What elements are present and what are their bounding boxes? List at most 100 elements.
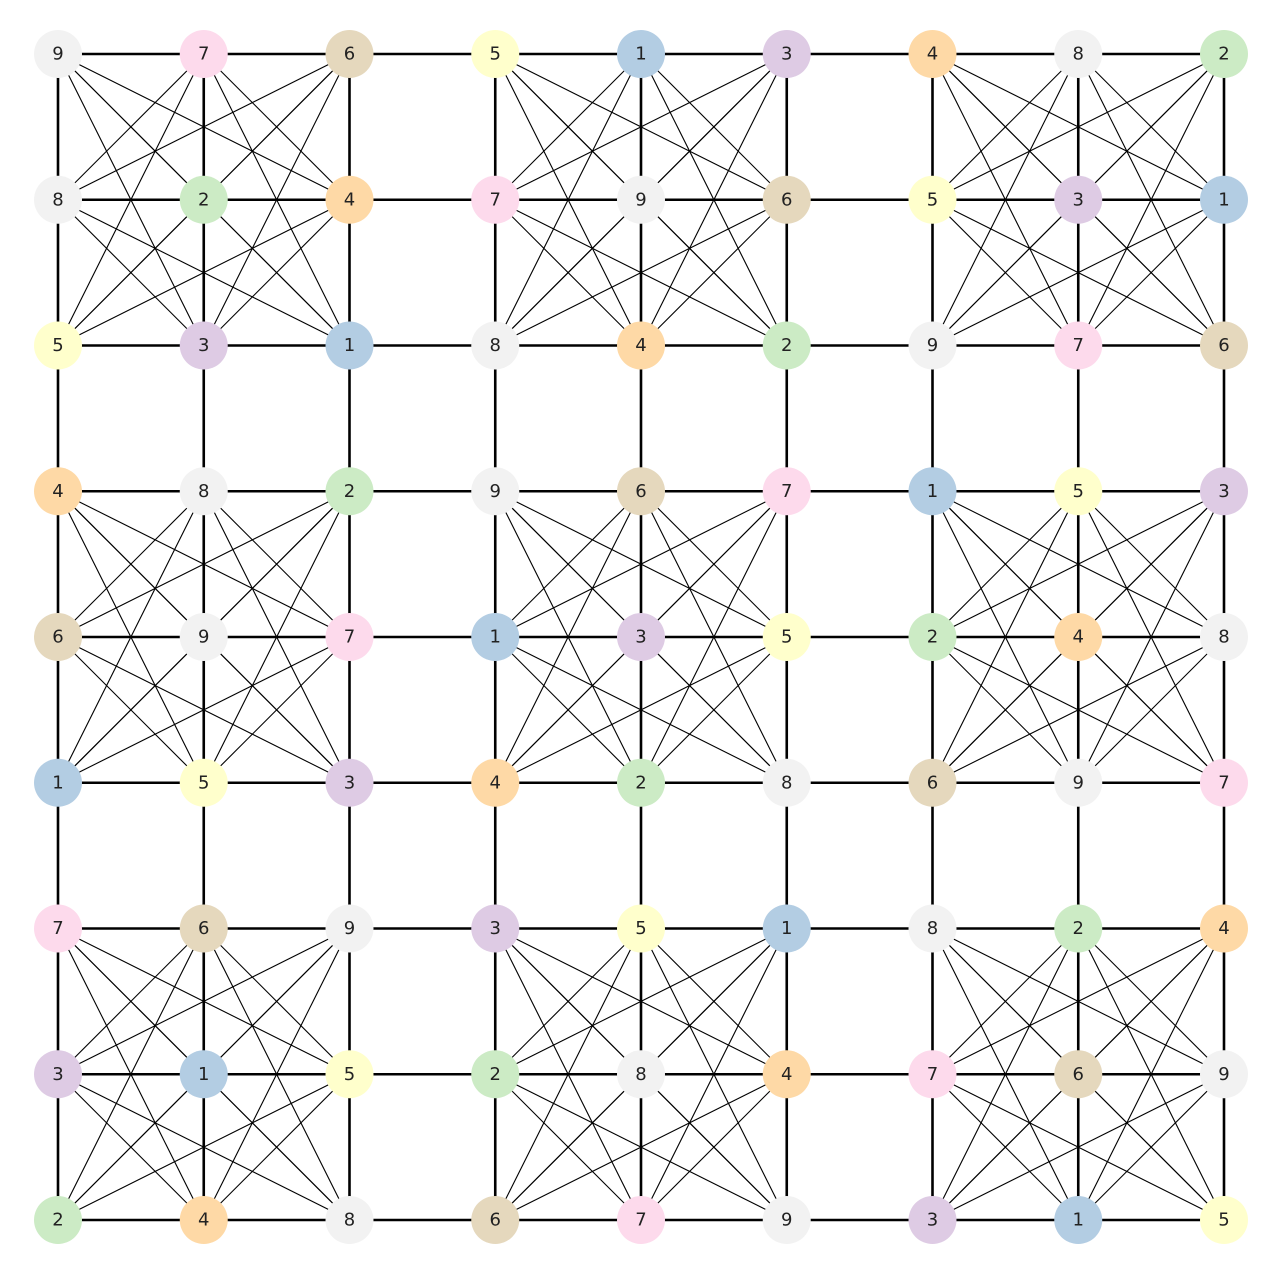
edge-box-link: [203, 491, 350, 783]
node-label: 9: [198, 627, 209, 648]
node-circle: [762, 613, 811, 661]
edge-box-link: [932, 1073, 1079, 1221]
edge-box-link: [495, 199, 787, 346]
node-circle: [1200, 1196, 1248, 1244]
node-circle: [34, 467, 82, 516]
node: 4: [471, 758, 520, 807]
node-label: 5: [1218, 1210, 1229, 1231]
node: 2: [908, 613, 957, 661]
edge-box-link: [640, 636, 788, 784]
node-label: 8: [52, 189, 63, 210]
node-label: 2: [198, 189, 209, 210]
edge-box-link: [57, 1073, 205, 1221]
node-circle: [762, 1050, 811, 1099]
node: 2: [1200, 30, 1248, 78]
node-circle: [325, 613, 374, 661]
edge-box-link: [1077, 1073, 1225, 1221]
edge-box-link: [932, 928, 1225, 1075]
node: 5: [325, 1050, 374, 1099]
edge-box-link: [932, 53, 1079, 201]
node-label: 6: [927, 772, 938, 793]
node-label: 4: [490, 772, 501, 793]
node-circle: [617, 321, 665, 370]
node-circle: [1200, 321, 1248, 370]
node: 4: [617, 321, 665, 370]
node: 4: [34, 467, 82, 516]
node: 8: [1054, 30, 1103, 78]
edge-box-link: [640, 491, 788, 783]
node-circle: [908, 613, 957, 661]
node-circle: [762, 30, 811, 78]
node-label: 7: [1218, 772, 1229, 793]
edge-box-link: [495, 1073, 787, 1221]
node-label: 8: [635, 1064, 646, 1085]
edge-box-link: [494, 1073, 642, 1221]
edge-box-link: [932, 490, 1079, 638]
node-circle: [762, 321, 811, 370]
node: 9: [617, 175, 665, 224]
edge-box-link: [57, 53, 205, 346]
edge-box-link: [932, 636, 1079, 784]
node-circle: [617, 467, 665, 516]
node-circle: [471, 904, 520, 953]
node-circle: [1200, 467, 1248, 516]
node-circle: [471, 1050, 520, 1099]
node: 7: [1200, 758, 1248, 807]
node: 2: [617, 758, 665, 807]
node-label: 3: [927, 1210, 938, 1231]
edge-box-link: [932, 636, 1225, 784]
node: 1: [34, 758, 82, 807]
edge-box-link: [932, 928, 1079, 1221]
node: 5: [762, 613, 811, 661]
edge-box-link: [932, 53, 1079, 346]
node: 5: [471, 30, 520, 78]
node-circle: [617, 30, 665, 78]
node: 3: [34, 1050, 82, 1099]
node: 7: [762, 467, 811, 516]
node-circle: [325, 467, 374, 516]
edge-box-link: [1077, 636, 1225, 784]
node-circle: [908, 175, 957, 224]
edge-box-link: [640, 1073, 788, 1221]
node-label: 8: [1073, 44, 1084, 65]
node-label: 9: [635, 189, 646, 210]
node-label: 6: [52, 627, 63, 648]
node-label: 9: [927, 335, 938, 356]
node: 6: [908, 758, 957, 807]
edge-box-link: [494, 491, 642, 783]
node-label: 9: [344, 918, 355, 939]
node: 1: [325, 321, 374, 370]
node: 8: [1200, 613, 1248, 661]
node-label: 7: [927, 1064, 938, 1085]
node: 1: [762, 904, 811, 953]
node-circle: [325, 30, 374, 78]
node-label: 4: [635, 335, 646, 356]
edge-box-link: [1077, 491, 1225, 783]
node-label: 5: [927, 189, 938, 210]
edge-box-link: [57, 636, 350, 784]
node: 7: [908, 1050, 957, 1099]
node: 7: [325, 613, 374, 661]
edge-box-link: [640, 928, 788, 1221]
node: 9: [1200, 1050, 1248, 1099]
node-label: 1: [781, 918, 792, 939]
node: 8: [908, 904, 957, 953]
node: 8: [179, 467, 228, 516]
node-circle: [1054, 467, 1103, 516]
node-circle: [34, 758, 82, 807]
node-label: 9: [52, 44, 63, 65]
node-circle: [908, 904, 957, 953]
edge-box-link: [932, 53, 1225, 201]
node-circle: [179, 175, 228, 224]
node: 6: [471, 1196, 520, 1244]
node: 5: [1200, 1196, 1248, 1244]
node-circle: [179, 904, 228, 953]
node: 7: [617, 1196, 665, 1244]
node-label: 4: [781, 1064, 792, 1085]
node-label: 5: [781, 627, 792, 648]
node-circle: [471, 758, 520, 807]
edge-box-link: [57, 636, 205, 784]
edge-box-link: [932, 199, 1079, 346]
node: 9: [762, 1196, 811, 1244]
node-label: 6: [198, 918, 209, 939]
